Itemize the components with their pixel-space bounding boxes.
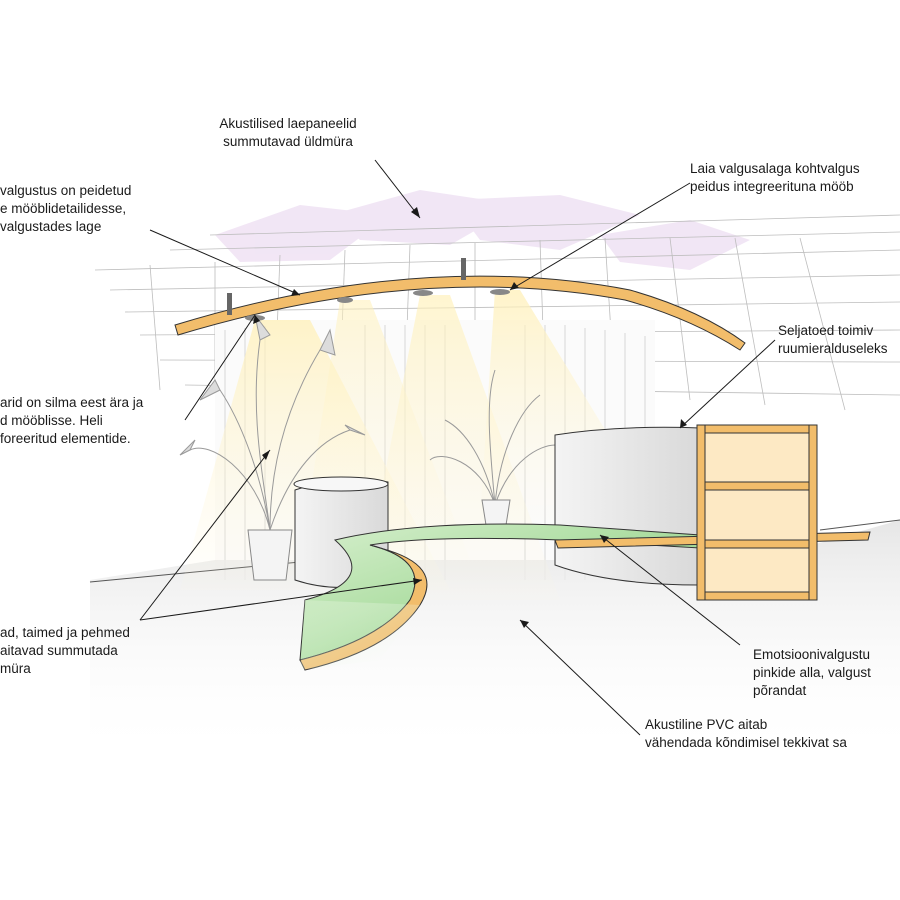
spotlight-icon	[337, 297, 353, 303]
label-line: d mööblisse. Heli	[0, 413, 103, 428]
beam-hanger	[461, 258, 466, 280]
light-cones	[180, 290, 660, 600]
label-line: müra	[0, 661, 31, 676]
ceiling-panels	[215, 190, 750, 270]
label-ceiling-panels: Akustilised laepaneelid summutavad üldmü…	[193, 115, 383, 151]
label-pvc-floor: Akustiline PVC aitab vähendada kõndimise…	[645, 716, 847, 752]
label-line: peidus integreerituna mööb	[690, 179, 854, 194]
label-line: põrandat	[753, 683, 807, 698]
label-line: aitavad summutada	[0, 643, 118, 658]
plant-left	[179, 314, 366, 581]
floor-edge-right	[819, 519, 900, 531]
label-line: arid on silma eest ära ja	[0, 395, 144, 410]
label-line: valgustus on peidetud	[0, 183, 132, 198]
label-line: Seljatoed toimiv	[778, 323, 874, 338]
label-speakers: arid on silma eest ära ja d mööblisse. H…	[0, 394, 143, 448]
label-line: ruumieralduseleks	[778, 341, 888, 356]
label-line: Akustilised laepaneelid	[219, 116, 357, 131]
curved-backrest	[554, 426, 701, 586]
leader-arrowheads	[253, 207, 687, 628]
shelf-unit	[696, 424, 818, 601]
label-emotion-light: Emotsioonivalgustu pinkide alla, valgust…	[753, 646, 871, 700]
label-line: ad, taimed ja pehmed	[0, 625, 130, 640]
label-spot-light: Laia valgusalaga kohtvalgus peidus integ…	[690, 160, 860, 196]
label-hidden-light: valgustus on peidetud e mööblidetailides…	[0, 182, 131, 236]
beam-hanger	[227, 293, 232, 315]
label-line: summutavad üldmüra	[223, 134, 353, 149]
label-line: valgustades lage	[0, 219, 102, 234]
label-line: foreeritud elementide.	[0, 431, 131, 446]
ceiling-beam	[174, 258, 746, 351]
label-plants: ad, taimed ja pehmed aitavad summutada m…	[0, 624, 130, 678]
spotlight-icon	[413, 290, 433, 296]
label-line: Laia valgusalaga kohtvalgus	[690, 161, 860, 176]
plant-center	[429, 369, 556, 526]
label-line: pinkide alla, valgust	[753, 665, 871, 680]
leader-lines	[139, 159, 776, 736]
spotlight-icon	[490, 289, 510, 295]
label-line: e mööblidetailidesse,	[0, 201, 127, 216]
label-backrests: Seljatoed toimiv ruumieralduseleks	[778, 322, 888, 358]
label-line: Emotsioonivalgustu	[753, 647, 871, 662]
label-line: Akustiline PVC aitab	[645, 717, 768, 732]
label-line: vähendada kõndimisel tekkivat sa	[645, 735, 847, 750]
